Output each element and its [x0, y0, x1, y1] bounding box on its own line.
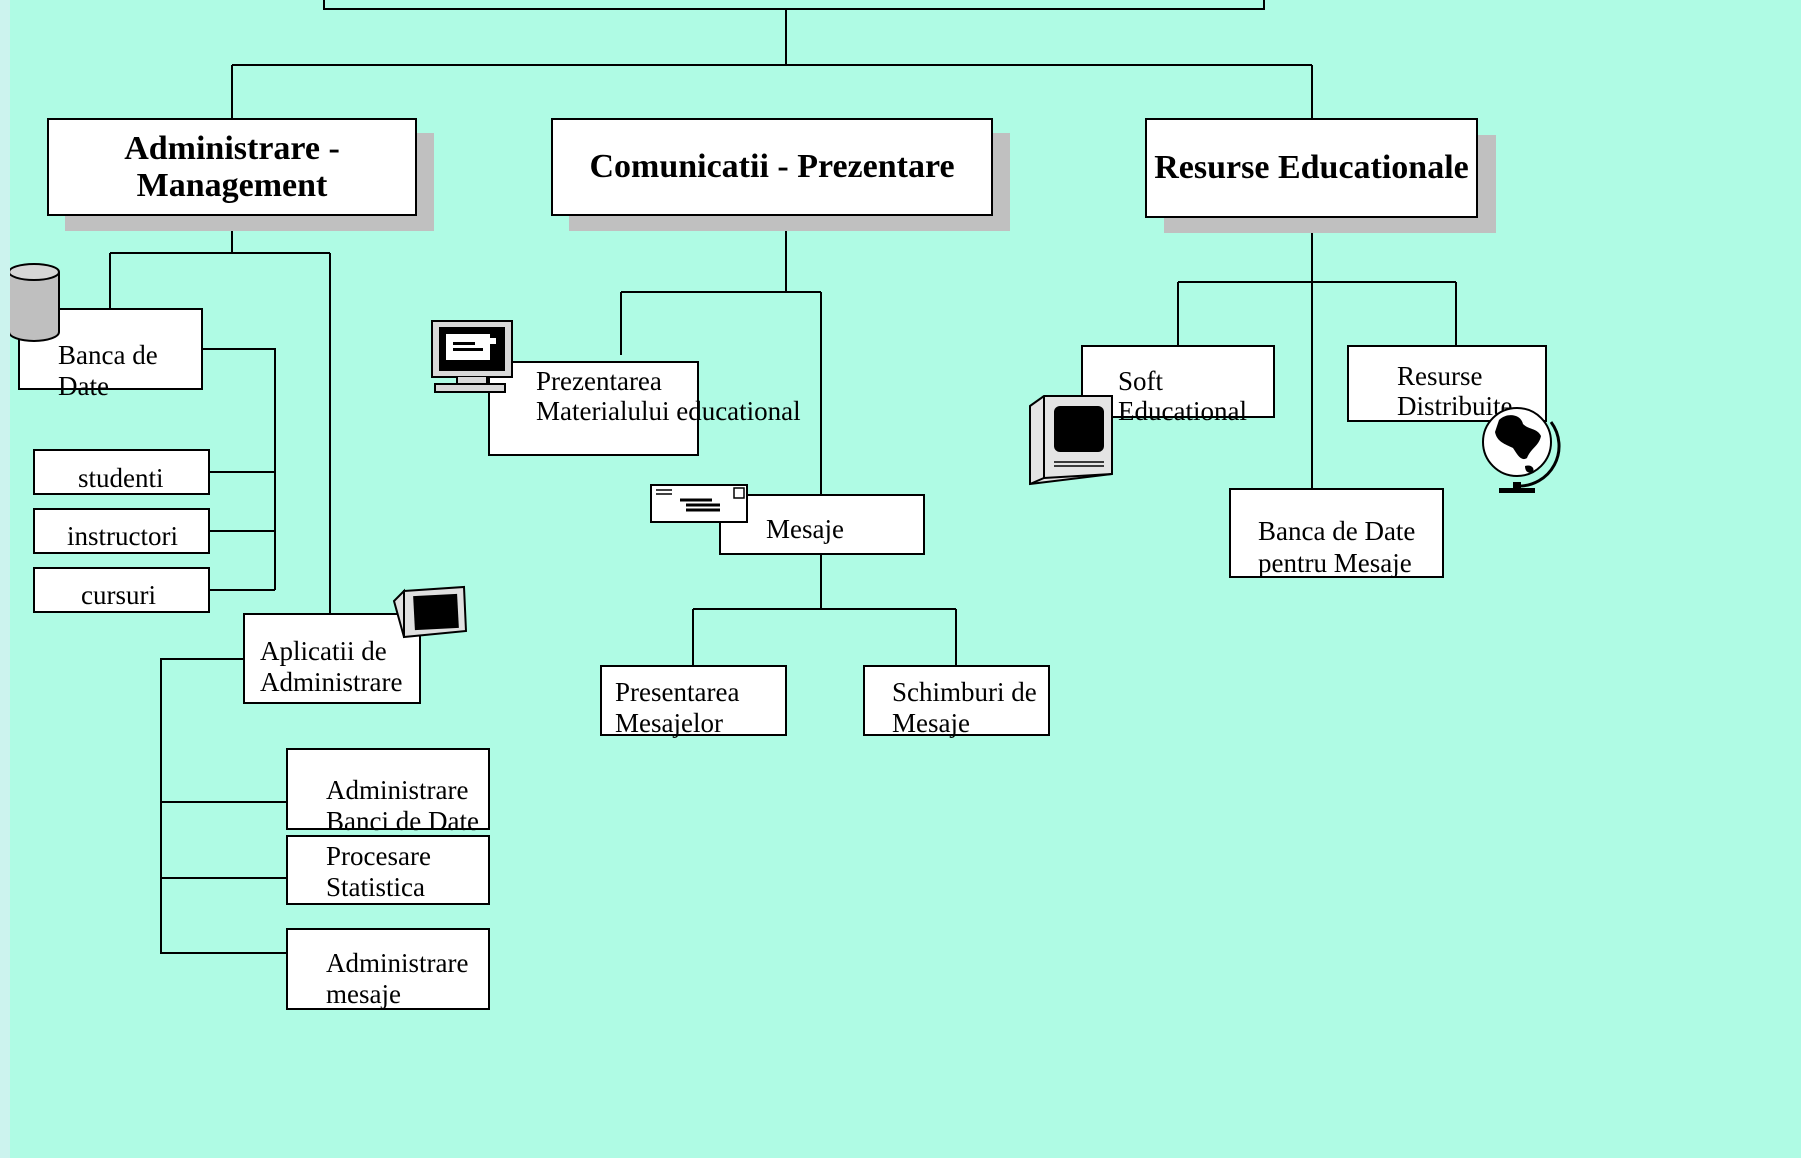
node-presentarea-mesajelor	[600, 665, 787, 736]
desktop-computer-icon	[1029, 395, 1113, 486]
admin-title-line1: Administrare -	[124, 129, 340, 167]
database-icon	[10, 263, 60, 342]
category-resurse-educationale: Resurse Educationale	[1145, 118, 1478, 218]
node-procesare-statistica	[286, 835, 490, 905]
schimburi-label-line1: Schimburi de	[892, 677, 1037, 707]
admin-title-line2: Management	[136, 167, 328, 204]
node-prezentarea-materialului	[488, 361, 699, 456]
connector-lines	[109, 0, 1457, 954]
admin-mesaje-label-line1: Administrare	[326, 948, 469, 978]
banca-de-date-label-line2: Date	[58, 371, 109, 401]
procesare-label-line1: Procesare	[326, 841, 431, 871]
node-schimburi-de-mesaje	[863, 665, 1050, 736]
globe-icon	[1482, 407, 1561, 493]
banca-de-date-label-line1: Banca de	[58, 340, 158, 370]
resurse-distribuite-label-line1: Resurse	[1397, 361, 1483, 391]
mesaje-label: Mesaje	[766, 514, 844, 544]
res-title: Resurse Educationale	[1154, 149, 1469, 187]
studenti-label: studenti	[78, 463, 164, 493]
category-administrare-management: Administrare -Management	[47, 118, 417, 216]
node-soft-educational	[1081, 345, 1275, 418]
node-studenti	[33, 449, 210, 495]
envelope-icon	[650, 484, 748, 523]
aplicatii-label-line2: Administrare	[260, 667, 403, 697]
presentarea-mesajelor-label-line1: Presentarea	[615, 677, 740, 707]
banca-mesaje-label-line2: pentru Mesaje	[1258, 548, 1412, 578]
schimburi-label-line2: Mesaje	[892, 708, 970, 738]
node-administrare-banci-de-date	[286, 748, 490, 830]
instructori-label: instructori	[67, 521, 178, 551]
cursuri-label: cursuri	[81, 580, 156, 610]
soft-label-line1: Soft	[1118, 366, 1164, 396]
node-mesaje	[719, 494, 925, 555]
admin-mesaje-label-line2: mesaje	[326, 979, 401, 1009]
soft-label-line2: Educational	[1118, 396, 1247, 426]
prezentarea-label-line2: Materialului educational	[536, 396, 801, 426]
prezentarea-label-line1: Prezentarea	[536, 366, 662, 396]
aplicatii-label-line1: Aplicatii de	[260, 636, 387, 666]
diagram-canvas: Administrare -Management Comunicatii - P…	[10, 0, 1801, 1158]
node-aplicatii-de-administrare	[243, 613, 421, 704]
node-cursuri	[33, 567, 210, 613]
banca-mesaje-label-line1: Banca de Date	[1258, 516, 1416, 546]
computer-monitor-icon	[431, 320, 513, 393]
resurse-distribuite-label-line2: Distribuite	[1397, 391, 1513, 421]
presentarea-mesajelor-label-line2: Mesajelor	[615, 708, 723, 738]
node-banca-de-date-pentru-mesaje	[1229, 488, 1444, 578]
comm-title: Comunicatii - Prezentare	[589, 148, 955, 186]
monitor-icon	[392, 585, 468, 639]
admin-banci-label-line1: Administrare	[326, 775, 469, 805]
admin-banci-label-line2: Banci de Date	[326, 806, 479, 836]
procesare-label-line2: Statistica	[326, 872, 425, 902]
node-administrare-mesaje	[286, 928, 490, 1010]
category-comunicatii-prezentare: Comunicatii - Prezentare	[551, 118, 993, 216]
node-instructori	[33, 508, 210, 554]
